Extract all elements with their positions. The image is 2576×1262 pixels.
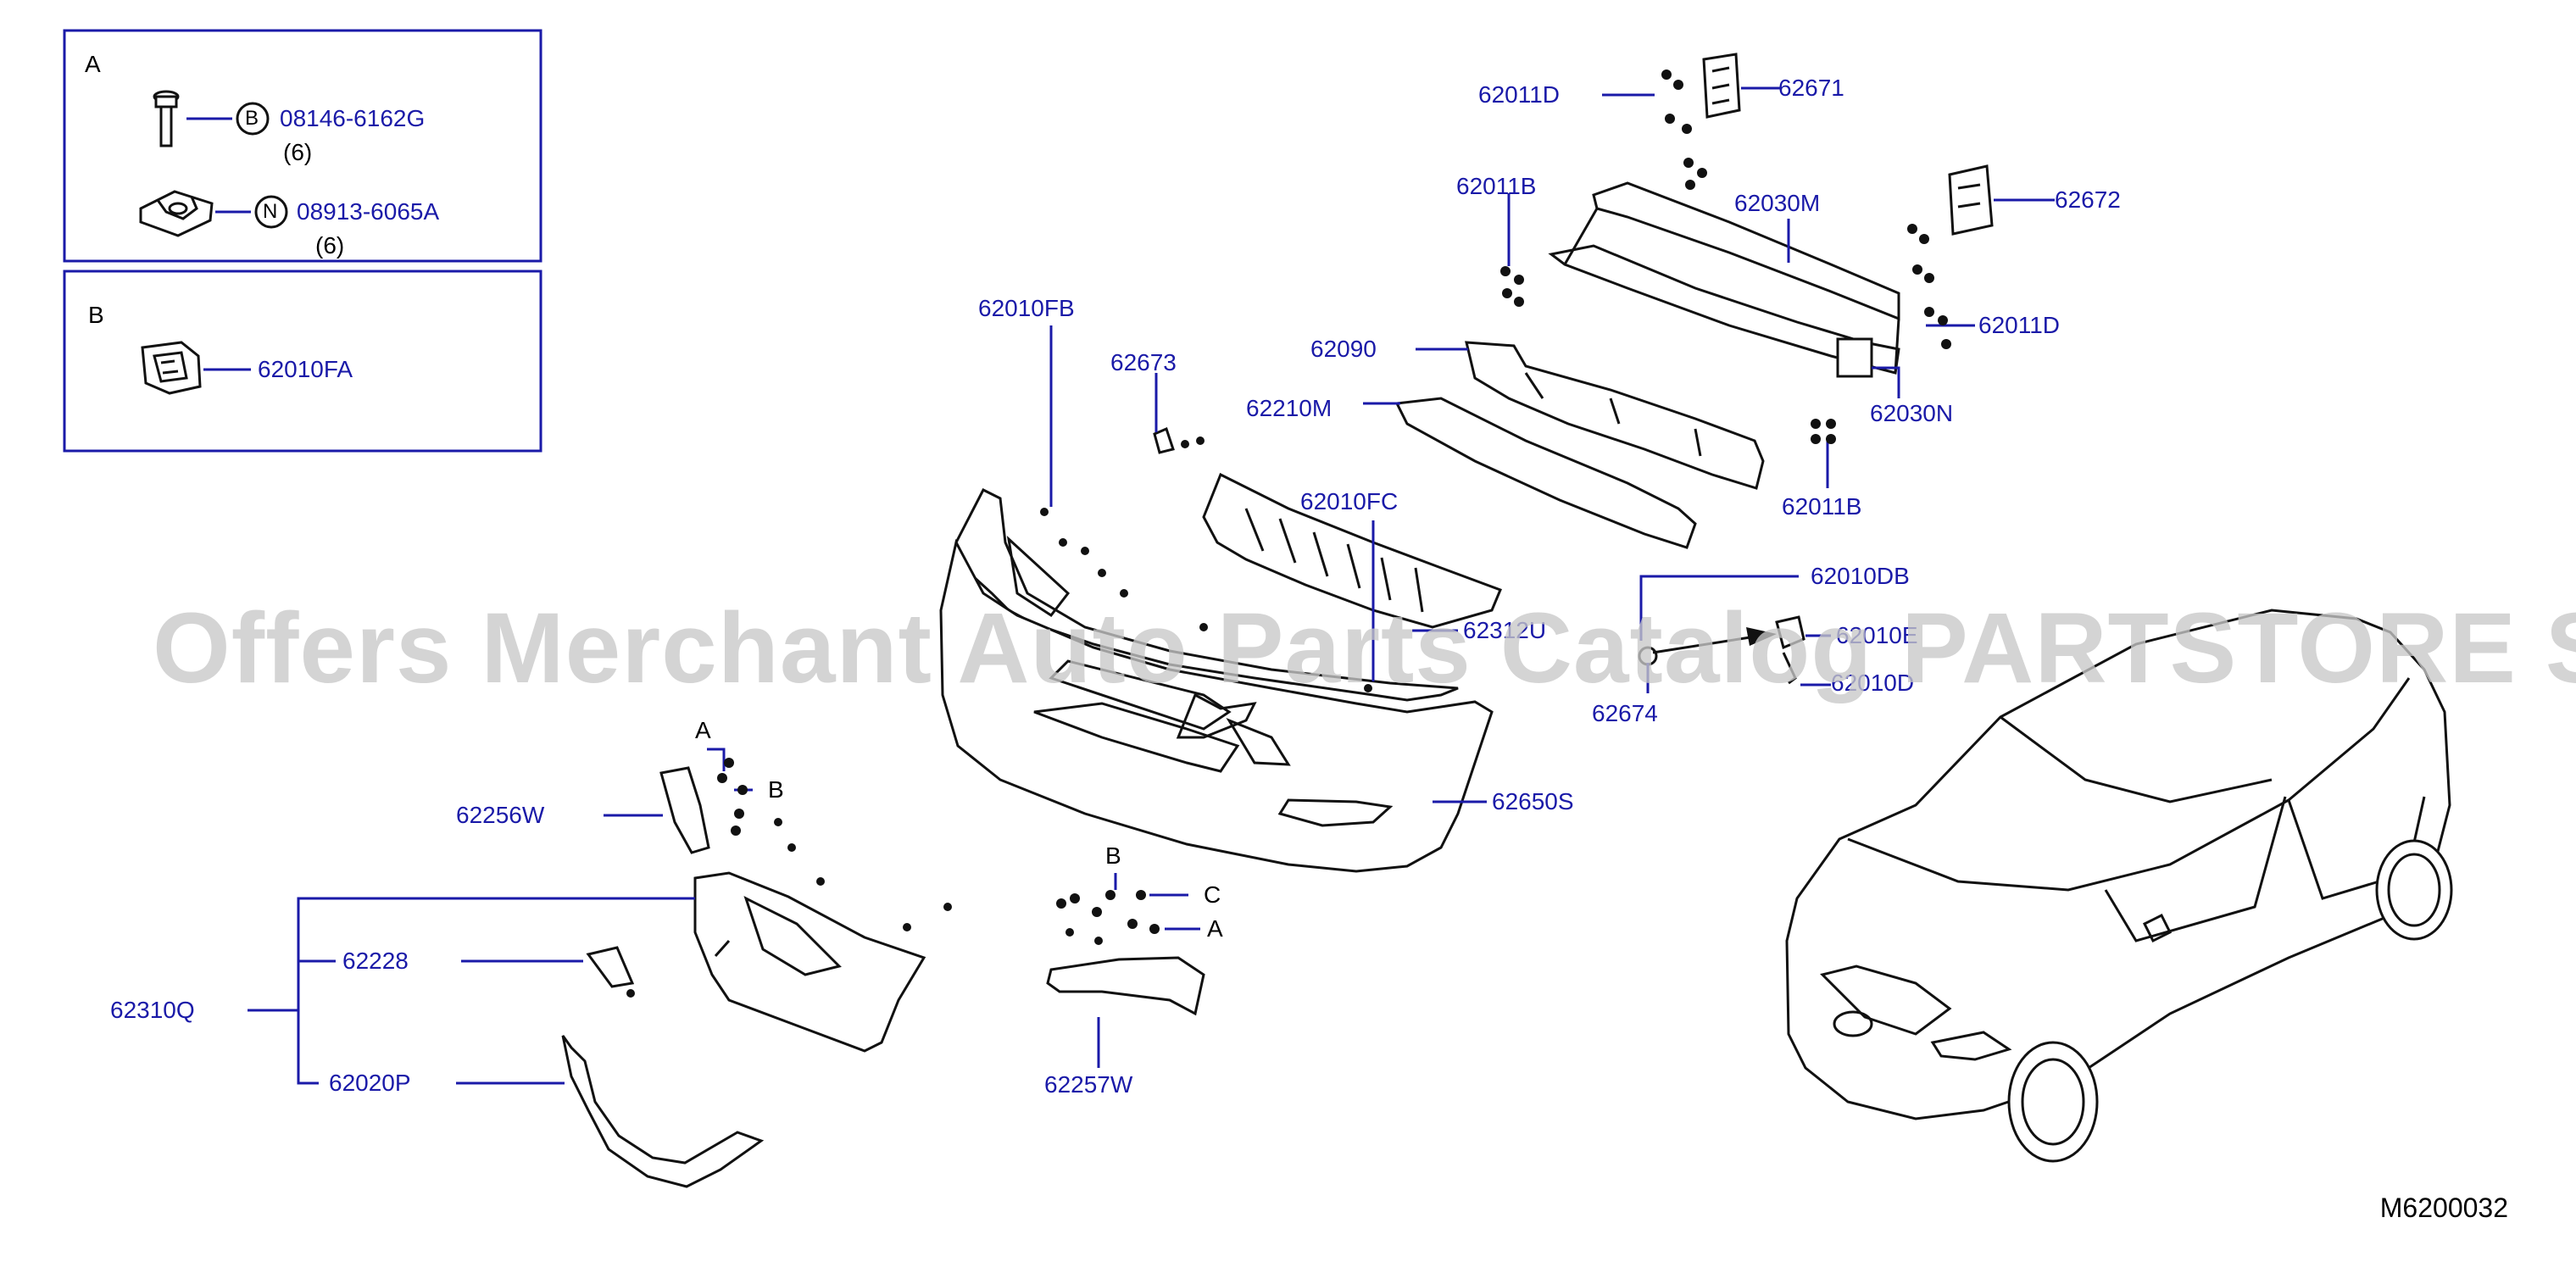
inset-a-title: A bbox=[85, 51, 101, 77]
part-label-62256W[interactable]: 62256W bbox=[456, 802, 545, 828]
part-label-62650S[interactable]: 62650S bbox=[1492, 788, 1574, 814]
nut-quantity: (6) bbox=[315, 232, 345, 259]
bolt-part-label[interactable]: 08146-6162G bbox=[280, 105, 426, 131]
nut-part-label[interactable]: 08913-6065A bbox=[297, 198, 440, 225]
bolt-icon bbox=[153, 90, 180, 147]
symbol-n-circle bbox=[254, 195, 288, 229]
symbol-b-circle bbox=[236, 102, 270, 136]
inset-box-a bbox=[63, 29, 542, 263]
part-label-62011D-right[interactable]: 62011D bbox=[1978, 312, 2061, 338]
clip-icon bbox=[141, 341, 251, 395]
bracket-62672 bbox=[1948, 164, 1994, 236]
clip-62673 bbox=[1153, 426, 1175, 454]
part-label-62010D[interactable]: 62010D bbox=[1831, 670, 1915, 696]
bracket-62671 bbox=[1702, 53, 1741, 119]
part-label-62010FB[interactable]: 62010FB bbox=[978, 295, 1075, 321]
bolt-quantity: (6) bbox=[283, 139, 313, 165]
part-label-62671[interactable]: 62671 bbox=[1778, 75, 1844, 101]
absorber-62210M bbox=[1394, 397, 1697, 549]
car-outline bbox=[1785, 609, 2453, 1163]
bracket-62257W bbox=[1046, 956, 1205, 1016]
reinforcement-62030M bbox=[1548, 181, 1900, 378]
bumper-fascia-62650S bbox=[939, 487, 1494, 873]
clip-62010E bbox=[1775, 615, 1805, 685]
ref-b-upper: B bbox=[768, 776, 784, 803]
clip-part-label[interactable]: 62010FA bbox=[258, 356, 353, 382]
bracket-62256W bbox=[659, 766, 710, 854]
part-label-62030M[interactable]: 62030M bbox=[1734, 190, 1821, 216]
symbol-n-letter: N bbox=[263, 200, 278, 223]
part-label-62011D-top[interactable]: 62011D bbox=[1478, 81, 1561, 108]
inset-b-title: B bbox=[88, 302, 104, 328]
part-label-62672[interactable]: 62672 bbox=[2055, 186, 2121, 213]
ref-c: C bbox=[1204, 881, 1221, 908]
part-label-62312U[interactable]: 62312U bbox=[1463, 617, 1547, 643]
arrow-head bbox=[1746, 627, 1777, 646]
nut-icon bbox=[139, 190, 214, 237]
part-label-62674[interactable]: 62674 bbox=[1592, 700, 1658, 726]
part-label-62030N[interactable]: 62030N bbox=[1870, 400, 1954, 426]
lower-grille-62310Q bbox=[693, 871, 926, 1053]
part-label-62010FC[interactable]: 62010FC bbox=[1300, 488, 1399, 514]
part-label-62090[interactable]: 62090 bbox=[1310, 336, 1377, 362]
inset-a-parts bbox=[139, 90, 288, 237]
absorber-62090 bbox=[1465, 341, 1765, 490]
part-label-62257W[interactable]: 62257W bbox=[1044, 1071, 1133, 1098]
part-label-62010DB[interactable]: 62010DB bbox=[1811, 563, 1910, 589]
ref-b-lower: B bbox=[1105, 842, 1121, 869]
part-label-62020P[interactable]: 62020P bbox=[329, 1070, 411, 1096]
part-label-62310Q[interactable]: 62310Q bbox=[110, 997, 195, 1023]
leader-lines bbox=[248, 86, 2055, 1085]
diagram-code: M6200032 bbox=[2379, 1193, 2508, 1223]
symbol-b-letter: B bbox=[245, 107, 259, 130]
ref-a-upper: A bbox=[695, 717, 711, 743]
part-label-62010E[interactable]: 62010E bbox=[1836, 622, 1918, 648]
part-label-62673[interactable]: 62673 bbox=[1110, 349, 1177, 375]
fasteners bbox=[626, 69, 1951, 998]
ref-a-lower: A bbox=[1207, 915, 1223, 942]
molding-62020P bbox=[561, 1035, 765, 1188]
watermark: Offers Merchant Auto Parts Catalog PARTS… bbox=[153, 592, 2576, 704]
part-label-62011B-bottom[interactable]: 62011B bbox=[1782, 493, 1862, 520]
part-label-62210M[interactable]: 62210M bbox=[1246, 395, 1333, 421]
part-label-62011B-top[interactable]: 62011B bbox=[1456, 173, 1537, 199]
cap-62228 bbox=[586, 946, 635, 988]
inset-box-b bbox=[63, 270, 542, 453]
part-label-62228[interactable]: 62228 bbox=[342, 948, 409, 974]
